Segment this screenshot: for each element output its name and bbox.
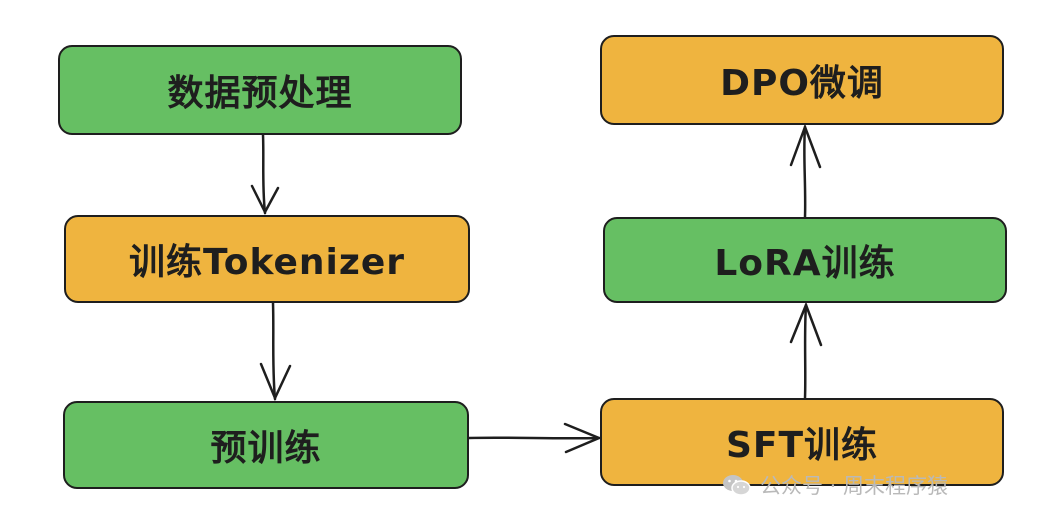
wechat-icon	[723, 475, 751, 496]
node-label: 预训练	[210, 428, 322, 469]
node-label: 数据预处理	[167, 73, 353, 114]
watermark: 公众号 · 周末程序猿	[722, 470, 948, 500]
arrow-tokenizer-to-pretrain	[259, 301, 292, 402]
node-label: 训练Tokenizer	[129, 242, 405, 283]
watermark-text: 公众号 · 周末程序猿	[760, 474, 949, 498]
node-data-preprocessing: 数据预处理	[58, 45, 462, 135]
node-sft-training: SFT训练	[600, 398, 1004, 486]
arrow-preprocess-to-tokenizer	[250, 133, 280, 215]
node-train-tokenizer: 训练Tokenizer	[64, 215, 470, 303]
arrow-lora-to-dpo	[789, 123, 822, 219]
node-label: DPO微调	[720, 63, 884, 104]
node-label: SFT训练	[725, 425, 879, 466]
arrow-sft-to-lora	[789, 301, 823, 400]
node-label: LoRA训练	[714, 243, 896, 284]
node-lora-training: LoRA训练	[603, 217, 1007, 303]
arrow-pretrain-to-sft	[467, 422, 603, 454]
node-pretraining: 预训练	[63, 401, 469, 489]
node-dpo-finetune: DPO微调	[600, 35, 1004, 125]
